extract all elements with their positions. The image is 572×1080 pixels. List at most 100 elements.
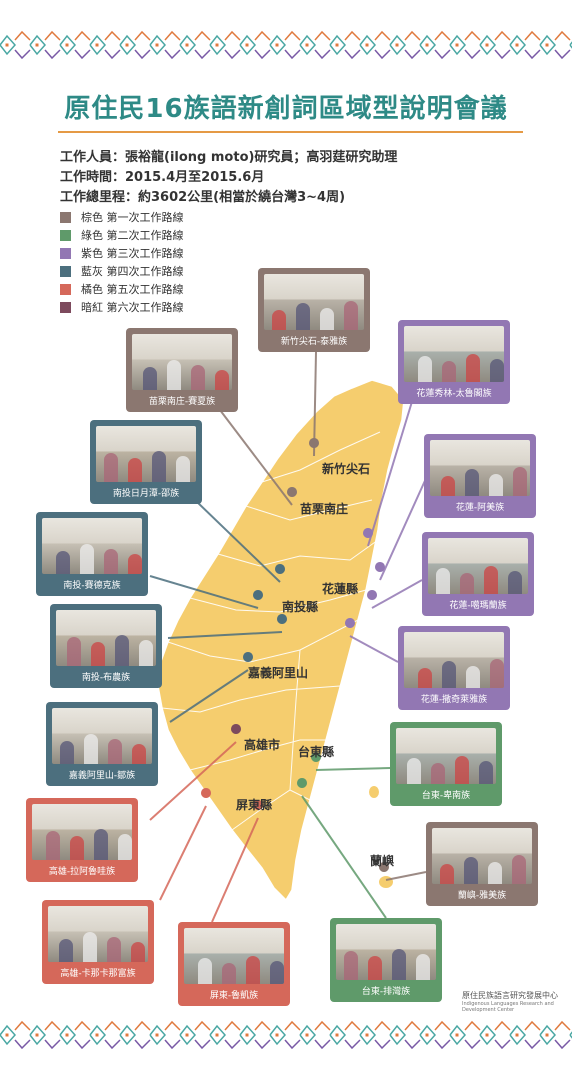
map-pin-icon[interactable]: [231, 724, 242, 746]
photo-caption: 花蓮秀林-太魯閣族: [416, 389, 492, 399]
band-ornament: [125, 1033, 129, 1037]
band-ornament: [515, 1033, 519, 1037]
photo-card-hualien-kavalan[interactable]: 花蓮-噶瑪蘭族: [422, 532, 534, 616]
map-pin-icon[interactable]: [367, 590, 378, 612]
meeting-photo: [52, 708, 152, 764]
photo-card-kaohsiung-kanakanavu[interactable]: 高雄-卡那卡那富族: [42, 900, 154, 984]
band-ornament: [245, 1033, 249, 1037]
band-ornament: [89, 1024, 107, 1046]
band-ornament: [224, 49, 241, 60]
map-pin-icon[interactable]: [253, 799, 264, 822]
map-pin-icon[interactable]: [309, 438, 320, 460]
photo-card-taitung-puyuma[interactable]: 台東-卑南族: [390, 722, 502, 806]
photo-card-chiayi-tsou[interactable]: 嘉義阿里山-鄒族: [46, 702, 158, 786]
photo-card-miaoli[interactable]: 苗栗南庄-賽夏族: [126, 328, 238, 412]
map-pin-icon[interactable]: [277, 614, 288, 636]
meeting-photo: [96, 426, 196, 482]
band-ornament: [404, 30, 421, 41]
photo-card-nantou-thao[interactable]: 南投日月潭-邵族: [90, 420, 202, 504]
person-figure: [115, 635, 129, 666]
band-ornament: [305, 43, 309, 47]
band-ornament: [494, 49, 511, 60]
center-logo: 原住民族語言研究發展中心 Indigenous Languages Resear…: [462, 990, 572, 1013]
band-ornament: [554, 1039, 571, 1050]
person-figure: [191, 365, 205, 390]
photo-card-hualien-sakizaya[interactable]: 花蓮-撒奇萊雅族: [398, 626, 510, 710]
map-pin-icon[interactable]: [311, 752, 322, 774]
legend-item-2: 綠色 第二次工作路線: [60, 226, 184, 244]
map-pin-icon[interactable]: [363, 527, 374, 550]
map-pin-icon[interactable]: [275, 564, 286, 586]
band-ornament: [554, 1020, 571, 1031]
person-figure: [198, 958, 212, 984]
map-pin-icon[interactable]: [201, 788, 212, 810]
map-pin-icon[interactable]: [243, 652, 254, 674]
band-ornament: [209, 1024, 227, 1046]
connector-line: [194, 499, 281, 583]
map-pin-icon[interactable]: [297, 778, 308, 800]
photo-card-taitung-paiwan[interactable]: 台東-排灣族: [330, 918, 442, 1002]
band-ornament: [374, 1039, 391, 1050]
connector-line: [379, 473, 429, 581]
band-ornament: [269, 34, 287, 56]
band-ornament: [479, 34, 497, 56]
map-pin-icon[interactable]: [375, 562, 386, 584]
band-ornament: [14, 1020, 31, 1031]
place-label-lanyu: 蘭嶼: [370, 854, 395, 868]
photo-card-hualien-amis[interactable]: 花蓮-阿美族: [424, 434, 536, 518]
band-ornament: [119, 1024, 137, 1046]
band-ornament: [449, 1024, 467, 1046]
band-ornament: [74, 30, 91, 41]
band-ornament: [245, 43, 249, 47]
person-figure: [465, 469, 479, 496]
band-ornament: [314, 30, 331, 41]
person-figure: [442, 661, 456, 688]
band-ornament: [329, 1024, 347, 1046]
title-underline: [58, 131, 523, 133]
legend-label: 暗紅 第六次工作路線: [81, 301, 184, 314]
photo-card-hsinchu[interactable]: 新竹尖石-泰雅族: [258, 268, 370, 352]
photo-card-nantou-bunun[interactable]: 南投-布農族: [50, 604, 162, 688]
page-title: 原住民16族語新創詞區域型說明會議: [64, 94, 508, 124]
band-ornament: [344, 49, 361, 60]
band-ornament: [29, 1024, 47, 1046]
connector-line: [169, 669, 249, 723]
person-figure: [60, 741, 74, 764]
band-ornament: [164, 1039, 181, 1050]
connector-line: [211, 817, 259, 923]
place-label-pingtung: 屏東縣: [236, 798, 273, 812]
band-ornament: [254, 30, 271, 41]
band-ornament: [425, 1033, 429, 1037]
photo-caption: 台東-排灣族: [361, 987, 411, 997]
band-ornament: [224, 1020, 241, 1031]
band-ornament: [275, 1033, 279, 1037]
band-ornament: [494, 30, 511, 41]
legend-swatch: [60, 283, 71, 295]
band-ornament: [179, 34, 197, 56]
person-figure: [490, 659, 504, 688]
photo-caption: 屏東-魯凱族: [209, 991, 259, 1001]
person-figure: [489, 474, 503, 496]
map-pin-icon[interactable]: [253, 590, 264, 612]
photo-card-lanyu-yami[interactable]: 蘭嶼-雅美族: [426, 822, 538, 906]
person-figure: [407, 758, 421, 784]
band-ornament: [389, 34, 407, 56]
meeting-photo: [430, 440, 530, 496]
map-pin-icon[interactable]: [287, 487, 298, 509]
photo-card-nantou-seediq[interactable]: 南投-賽德克族: [36, 512, 148, 596]
place-label-miaoli: 苗栗南庄: [300, 502, 349, 516]
map-pin-icon[interactable]: [379, 862, 390, 884]
photo-card-kaohsiung-hla[interactable]: 高雄-拉阿魯哇族: [26, 798, 138, 882]
person-figure: [80, 544, 94, 574]
person-figure: [513, 467, 527, 496]
band-ornament: [365, 1033, 369, 1037]
photo-card-hualien-truku[interactable]: 花蓮秀林-太魯閣族: [398, 320, 510, 404]
map-pin-icon[interactable]: [345, 618, 356, 640]
photo-caption: 苗栗南庄-賽夏族: [148, 397, 216, 407]
band-ornament: [335, 1033, 339, 1037]
info-staff: 工作人員：張裕龍(ilong moto)研究員；高羽莛研究助理: [60, 150, 398, 165]
photo-caption: 新竹尖石-泰雅族: [280, 337, 348, 347]
band-ornament: [374, 1020, 391, 1031]
photo-card-pingtung-rukai[interactable]: 屏東-魯凱族: [178, 922, 290, 1006]
band-ornament: [134, 49, 151, 60]
